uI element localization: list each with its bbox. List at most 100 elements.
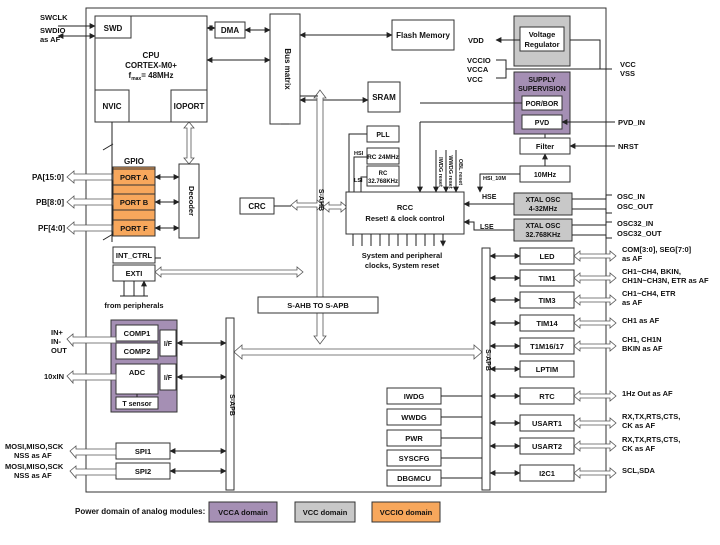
filter-label: Filter [536,142,554,151]
cpu-label: CPU [143,51,160,60]
t1m16-17-signal: CH1, CH1N [622,335,662,344]
osc10m-label: 10MHz [534,172,557,179]
s-ahb-label: S-AHB [317,189,324,211]
wwdg-reset-label: WWDG reset [447,155,453,188]
dma-label: DMA [221,26,239,35]
gpio-title: GPIO [124,157,144,166]
swdio-af: as AF [40,35,61,44]
pf-signal: PF[4:0] [38,224,65,233]
rc24-block [366,147,400,165]
spi2-label: SPI2 [135,467,151,476]
i2c1-signal: SCL,SDA [622,466,656,475]
usart2-label: USART2 [532,442,562,451]
vcc-label: VCC [467,75,483,84]
adc-block [115,363,159,395]
pvd-in-pin: PVD_IN [618,118,645,127]
osc32-in-pin: OSC32_IN [617,219,653,228]
usart1-label: USART1 [532,419,562,428]
adc-if-label: I/F [164,375,173,382]
vss-pin: VSS [620,69,635,78]
tim1-signal: CH1N~CH3N, ETR as AF [622,276,709,285]
rc32-block [366,165,400,187]
swd-label: SWD [104,24,123,33]
flash-block [391,19,455,51]
lptim-label: LPTIM [536,365,559,374]
int-ctrl-block [112,246,156,264]
tim14-signal: CH1 as AF [622,316,660,325]
decoder-label: Decoder [187,186,196,216]
osc-in-pin: OSC_IN [617,192,645,201]
cpu-fmax-label: fmax= 48MHz [129,71,174,82]
hsi-label: HSI [354,151,364,157]
led-signal: as AF [622,254,643,263]
port-f-label: PORT F [120,224,148,233]
pwr-label: PWR [405,434,423,443]
s-apb-right-label: S-APB [484,349,491,371]
ahb-to-apb-label: S-AHB TO S-APB [287,301,349,310]
lse-label: LSE [480,224,494,231]
tim1-label: TIM1 [538,274,555,283]
iwdg-label: IWDG [404,392,425,401]
usart1-signal: RX,TX,RTS,CTS, [622,412,680,421]
comp2-label: COMP2 [124,347,151,356]
ioport-label: IOPORT [174,102,205,111]
t1m16-17-pin-arrow [573,340,617,352]
xtal-hse-label: XTAL OSC [526,197,561,204]
spi1-signals-2: NSS as AF [14,451,52,460]
xtal-hse-freq: 4-32MHz [529,206,558,213]
tim3-pin-arrow [573,294,617,306]
rc32-freq-label: 32.768KHz [368,179,398,185]
from-peripherals-label: from peripherals [104,301,163,310]
tim14-label: TIM14 [536,319,558,328]
rtc-label: RTC [539,392,555,401]
rc24-label: RC 24MHz [367,154,400,161]
comp1-label: COMP1 [124,329,151,338]
comp1-block [115,324,159,342]
bus-matrix-block [269,13,301,125]
tim3-signal: as AF [622,298,643,307]
exti-label: EXTI [126,269,143,278]
led-pin-arrow [573,250,617,262]
i2c1-label: I2C1 [539,469,555,478]
rtc-signal: 1Hz Out as AF [622,389,673,398]
rcc-label: RCC [397,203,414,212]
int-ctrl-label: INT_CTRL [116,251,153,260]
tim14-pin-arrow [573,317,617,329]
usart2-signal: RX,TX,RTS,CTS, [622,435,680,444]
tim3-signal: CH1~CH4, ETR [622,289,676,298]
sram-block [367,81,401,113]
tim1-pin-arrow [573,272,617,284]
vdd-label: VDD [468,36,484,45]
vcc-pin: VCC [620,60,636,69]
vreg-label-2: Regulator [524,40,559,49]
rcc-output-line2: clocks, System reset [365,261,440,270]
s-apb-left-bus [225,317,235,491]
xtal-lse-freq: 32.768KHz [525,232,561,239]
adc-label: ADC [129,368,146,377]
flash-label: Flash Memory [396,31,450,40]
nvic-label: NVIC [102,102,121,111]
spi1-signals: MOSI,MISO,SCK [5,442,64,451]
supervision-label: SUPERVISION [518,86,566,93]
t1m16-17-signal: BKIN as AF [622,344,663,353]
rcc-block [345,191,465,235]
pvd-label: PVD [535,120,549,127]
rcc-output-line1: System and peripheral [362,251,442,260]
tim1-signal: CH1~CH4, BKIN, [622,267,681,276]
comp-if-label: I/F [164,341,173,348]
rtc-pin-arrow [573,390,617,402]
port-a-label: PORT A [120,173,149,182]
sram-label: SRAM [372,93,396,102]
cpu-core-label: CORTEX-M0+ [125,61,177,70]
usart2-signal: CK as AF [622,444,655,453]
out-label: OUT [51,346,67,355]
pa-signal: PA[15:0] [32,173,64,182]
pll-label: PLL [376,132,390,139]
led-label: LED [540,252,556,261]
rcc-desc: Reset! & clock control [365,214,444,223]
spi2-signals: MOSI,MISO,SCK [5,462,64,471]
crc-label: CRC [248,202,266,211]
spi2-signals-2: NSS as AF [14,471,52,480]
nvic-block [94,89,130,123]
